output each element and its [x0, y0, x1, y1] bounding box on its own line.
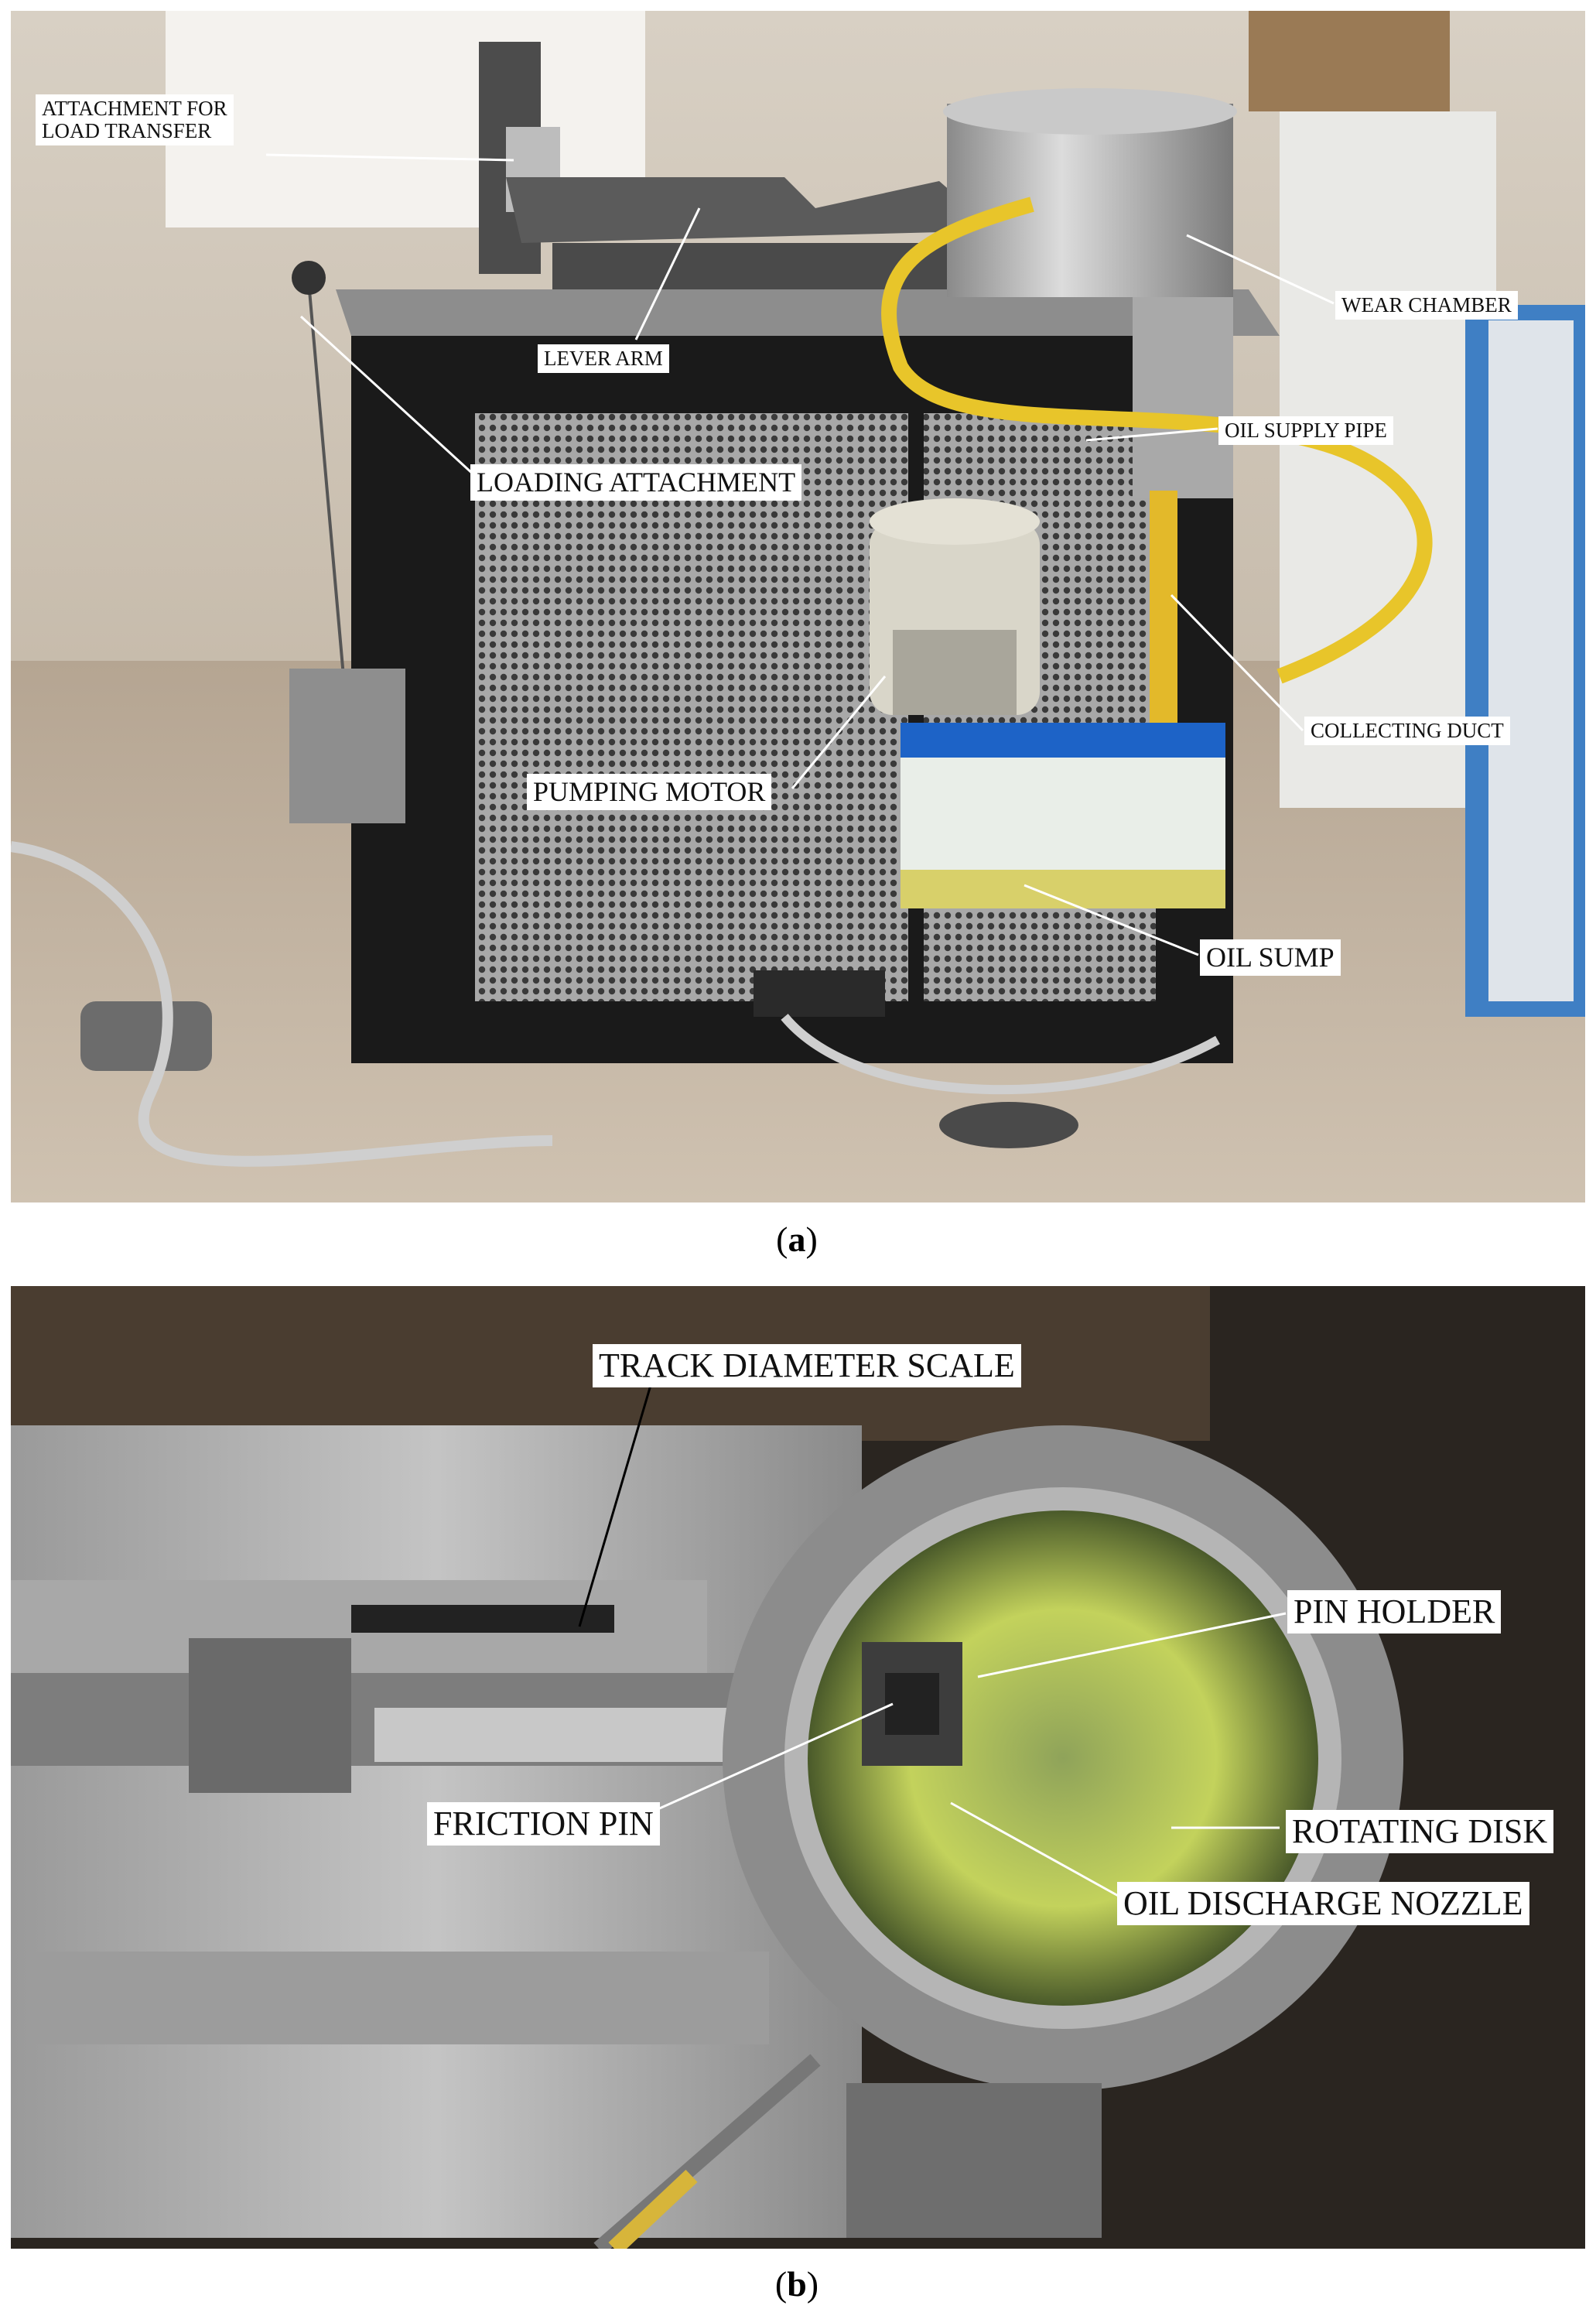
caption-b: (b) [774, 2264, 819, 2304]
label-pumping-motor: PUMPING MOTOR [527, 774, 772, 810]
label-oil-sump: OIL SUMP [1200, 939, 1341, 976]
label-wear-chamber: WEAR CHAMBER [1335, 291, 1518, 320]
photo-panel-a: ATTACHMENT FOR LOAD TRANSFER LEVER ARM L… [11, 11, 1585, 1202]
label-track-diameter-scale: TRACK DIAMETER SCALE [593, 1344, 1021, 1387]
label-attachment-line1: ATTACHMENT FOR [42, 97, 227, 120]
caption-b-letter: b [787, 2264, 807, 2304]
label-lever-arm: LEVER ARM [538, 344, 669, 374]
label-attachment-line2: LOAD TRANSFER [42, 119, 212, 143]
wear-chamber-top-view-photo [11, 1286, 1585, 2249]
label-attachment-for-load-transfer: ATTACHMENT FOR LOAD TRANSFER [36, 94, 234, 146]
label-collecting-duct: COLLECTING DUCT [1304, 717, 1510, 746]
wear-tester-side-view-photo [11, 11, 1585, 1202]
caption-a-letter: a [788, 1220, 806, 1259]
label-pin-holder: PIN HOLDER [1287, 1590, 1502, 1634]
photo-panel-b: TRACK DIAMETER SCALE PIN HOLDER FRICTION… [11, 1286, 1585, 2249]
label-friction-pin: FRICTION PIN [427, 1802, 660, 1846]
label-rotating-disk: ROTATING DISK [1286, 1810, 1554, 1853]
label-oil-discharge-nozzle: OIL DISCHARGE NOZZLE [1117, 1882, 1529, 1925]
label-oil-supply-pipe: OIL SUPPLY PIPE [1218, 416, 1393, 446]
label-loading-attachment: LOADING ATTACHMENT [470, 464, 802, 501]
caption-a: (a) [776, 1220, 818, 1259]
